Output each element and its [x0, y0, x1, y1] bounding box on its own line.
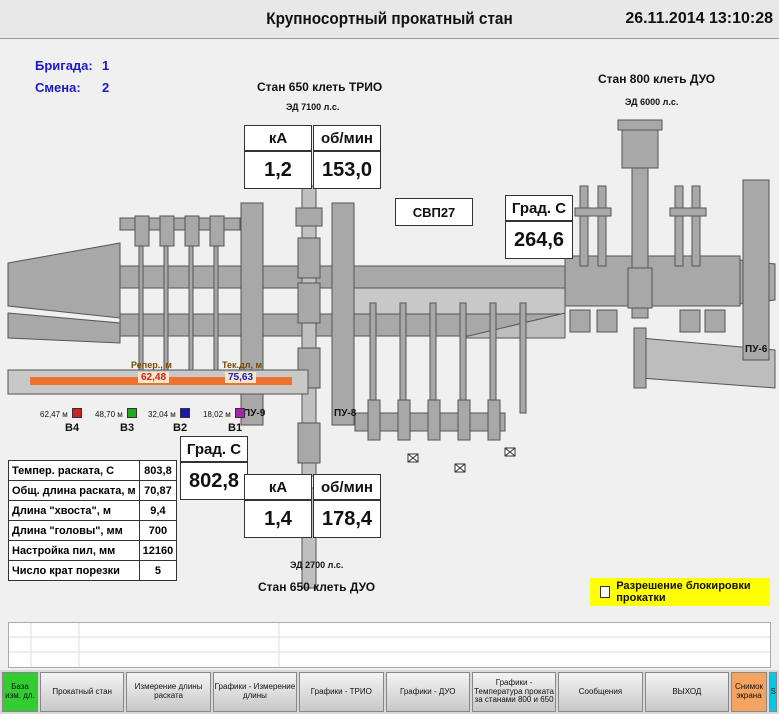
base-length-button[interactable]: База изм. дл. [2, 672, 38, 712]
stand-trio-motor: ЭД 7100 л.с. [286, 102, 340, 112]
param-label: Темпер. раската, С [8, 460, 140, 481]
sensor-b2-indicator [180, 407, 191, 418]
sensor-b4-name: B4 [65, 422, 80, 434]
footer-toolbar: База изм. дл. Прокатный стан Измерение д… [0, 670, 779, 714]
sensor-b3-value: 48,70 м [95, 410, 123, 419]
param-value: 803,8 [138, 460, 178, 481]
sensor-b1-name: B1 [228, 422, 243, 434]
trio-ka-label: кА [244, 125, 312, 151]
pu8-label: ПУ-8 [334, 408, 357, 419]
message-grid [9, 623, 770, 667]
param-label: Длина "головы", мм [8, 520, 140, 541]
trio-charts-button[interactable]: Графики - ТРИО [299, 672, 384, 712]
sensor-b1-value: 18,02 м [203, 410, 231, 419]
sensor-b2: 32,04 м B2 [148, 404, 191, 434]
param-value: 5 [138, 560, 178, 581]
param-value: 70,87 [138, 480, 178, 501]
sensor-b4: 62,47 м B4 [40, 404, 83, 434]
screenshot-button[interactable]: Снимок экрана [731, 672, 767, 712]
messages-button[interactable]: Сообщения [558, 672, 643, 712]
param-label: Число крат порезки [8, 560, 140, 581]
shift-value: 2 [102, 80, 110, 95]
permit-label: Разрешение блокировки прокатки [616, 580, 751, 604]
trio-ka-value: 1,2 [244, 151, 312, 189]
stand-duo800-motor: ЭД 6000 л.с. [625, 97, 679, 107]
param-value: 9,4 [138, 500, 178, 521]
message-panel [8, 622, 771, 668]
param-value: 12160 [138, 540, 178, 561]
temp-right-value: 264,6 [505, 221, 573, 259]
param-label: Длина "хвоста", м [8, 500, 140, 521]
rolling-mill-button[interactable]: Прокатный стан [40, 672, 125, 712]
page-title: Крупносортный прокатный стан [266, 9, 513, 28]
cur-label: Тек.дл, м [222, 360, 263, 370]
ref-label: Репер., м [131, 360, 172, 370]
brigade-value: 1 [102, 58, 110, 73]
trio-rpm-label: об/мин [313, 125, 381, 151]
mill-schematic [7, 119, 776, 589]
trio-rpm-value: 153,0 [313, 151, 381, 189]
temp-left-value: 802,8 [180, 462, 248, 500]
sensor-b4-value: 62,47 м [40, 410, 68, 419]
sensor-b1-indicator [235, 407, 246, 418]
sensor-b2-name: B2 [173, 422, 188, 434]
stand-duo800-title: Стан 800 клеть ДУО [598, 72, 716, 86]
exit-button[interactable]: ВЫХОД [644, 672, 729, 712]
duo650-ka-label: кА [244, 474, 312, 500]
pu6-block [742, 179, 770, 361]
sensor-b3-name: B3 [120, 422, 135, 434]
duo-charts-button[interactable]: Графики - ДУО [385, 672, 470, 712]
length-charts-button[interactable]: Графики - Измерение длины [212, 672, 298, 712]
cur-value: 75,63 [225, 372, 257, 383]
temp-right-label: Град. С [505, 195, 573, 221]
svp-box: СВП27 [395, 198, 473, 226]
pu8-block [331, 202, 355, 426]
datetime: 26.11.2014 13:10:28 [625, 10, 773, 27]
param-label: Общ. длина раската, м [8, 480, 140, 501]
sensor-b1: 18,02 м B1 [203, 404, 246, 434]
shift-label: Смена: [35, 80, 81, 95]
stand-duo650-motor: ЭД 2700 л.с. [290, 560, 344, 570]
length-measure-button[interactable]: Измерение длины раската [126, 672, 211, 712]
sensor-b3: 48,70 м B3 [95, 404, 138, 434]
duo650-rpm-value: 178,4 [313, 500, 381, 538]
pu6-label: ПУ-6 [745, 344, 768, 355]
stand800-motor [621, 127, 659, 169]
ref-value: 62,48 [138, 372, 170, 383]
param-label: Настройка пил, мм [8, 540, 140, 561]
param-value: 700 [138, 520, 178, 541]
duo650-rpm-label: об/мин [313, 474, 381, 500]
sensor-b4-indicator [72, 407, 83, 418]
sensor-b2-value: 32,04 м [148, 410, 176, 419]
sensor-b3-indicator [127, 407, 138, 418]
temp-left-label: Град. С [180, 436, 248, 462]
stand-trio-title: Стан 650 клеть ТРИО [257, 80, 383, 94]
brigade-label: Бригада: [35, 58, 93, 73]
stand-duo650-title: Стан 650 клеть ДУО [258, 580, 376, 594]
block-permit-toggle[interactable]: Разрешение блокировки прокатки [590, 578, 770, 606]
permit-checkbox[interactable] [600, 586, 611, 598]
temp-charts-button[interactable]: Графики - Температура проката за станами… [471, 672, 557, 712]
pu9-label: ПУ-9 [243, 408, 266, 419]
duo650-ka-value: 1,4 [244, 500, 312, 538]
entry-wedge [7, 242, 121, 319]
header-bar [0, 0, 779, 39]
s-button[interactable]: S [769, 672, 777, 712]
